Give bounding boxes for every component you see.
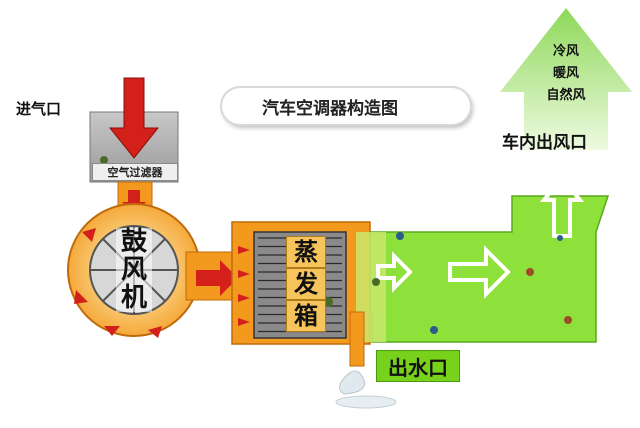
drain-label-box: 出水口: [376, 350, 460, 382]
diagram-title: 汽车空调器构造图: [262, 98, 398, 119]
evaporator-label-3: 箱: [286, 300, 326, 332]
flow-arrow-1: [196, 260, 238, 296]
drain-label: 出水口: [388, 355, 448, 380]
filter-label: 空气过滤器: [92, 163, 178, 181]
inlet-label: 进气口: [16, 100, 62, 118]
outlet-air-arrow: [500, 8, 632, 150]
evaporator-inlet-arrows: [238, 246, 250, 326]
outlet-label: 车内出风口: [502, 133, 587, 153]
flow-arrow-2: [376, 251, 413, 293]
blower-swirl-arrows: [74, 228, 162, 338]
blower-label-3: 机: [116, 284, 152, 312]
blower-label-1: 鼓: [116, 228, 152, 256]
flow-arrow-3: [448, 245, 511, 299]
diagram-title-pill: 汽车空调器构造图: [222, 88, 470, 124]
evaporator-label-2: 发: [286, 268, 326, 300]
water-droplets: [339, 370, 366, 395]
water-splash: [335, 395, 397, 409]
flow-arrow-4: [539, 174, 585, 238]
drain-pipe: [349, 311, 365, 367]
dust-particles: [100, 156, 572, 334]
air-mode-natural: 自然风: [546, 88, 586, 103]
blower-label-2: 风: [116, 256, 152, 284]
evaporator-label-1: 蒸: [286, 236, 326, 268]
air-mode-cold: 冷风: [552, 44, 579, 59]
air-mode-warm: 暖风: [552, 66, 579, 81]
inlet-arrow: [108, 77, 160, 159]
